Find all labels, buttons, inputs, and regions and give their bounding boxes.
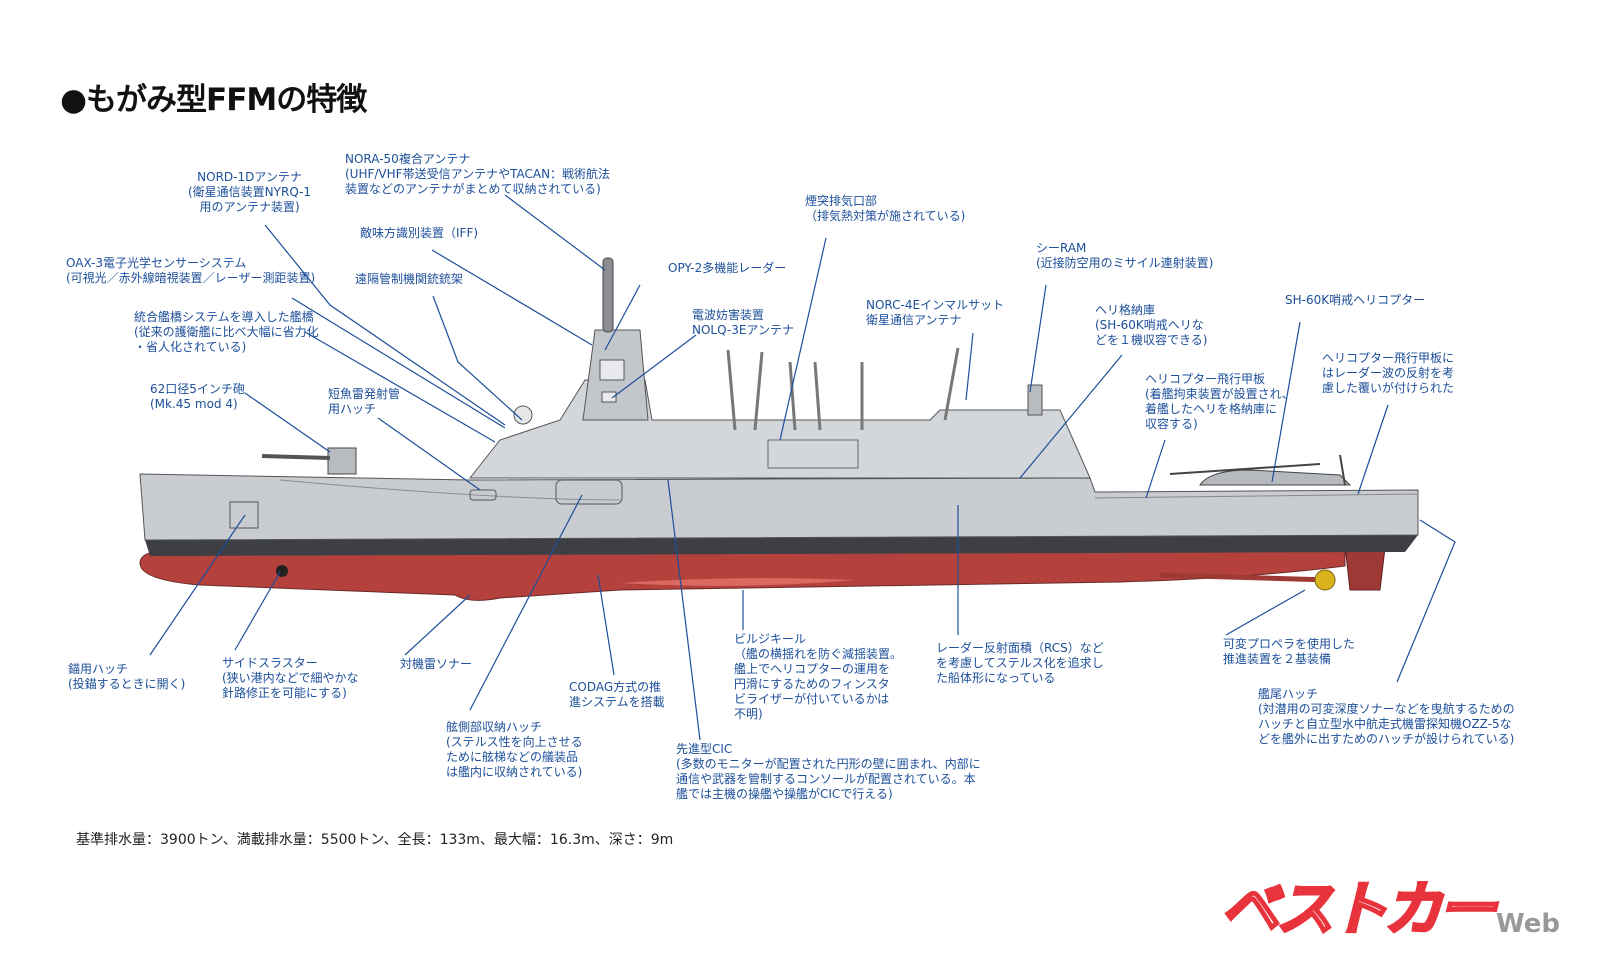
label-hangar: ヘリ格納庫 (SH-60K哨戒ヘリな どを１機収容できる) <box>1095 303 1208 347</box>
label-codag: CODAG方式の推 進システムを搭載 <box>569 680 665 709</box>
label-sh60k: SH-60K哨戒ヘリコプター <box>1285 293 1426 307</box>
sh60k-helicopter <box>1169 454 1352 486</box>
label-minesonar: 対機雷ソナー <box>400 657 473 671</box>
nora50-mast <box>602 257 614 333</box>
label-sidehatch: 舷側部収納ハッチ (ステルス性を向上させる ために舷梯などの艤装品 は艦内に収納… <box>446 720 583 779</box>
label-torpedo: 短魚雷発射管 用ハッチ <box>328 387 401 416</box>
label-oax3: OAX-3電子光学センサーシステム (可視光／赤外線暗視装置／レーザー測距装置) <box>66 256 316 285</box>
label-nora50: NORA-50複合アンテナ (UHF/VHF帯送受信アンテナやTACAN：戦術航… <box>345 152 611 196</box>
label-rcs: レーダー反射面積（RCS）など を考慮してステルス化を追求し た船体形になってい… <box>936 641 1104 685</box>
label-deckcover: ヘリコプター飛行甲板に はレーダー波の反射を考 慮した覆いが付けられた <box>1322 351 1455 395</box>
label-anchor: 錨用ハッチ (投錨するときに開く) <box>68 662 186 691</box>
leader-lines <box>149 194 1456 741</box>
label-sternhatch: 艦尾ハッチ (対潜用の可変深度ソナーなどを曳航するための ハッチと自立型水中航走… <box>1258 687 1515 746</box>
propeller <box>1314 569 1336 591</box>
label-norc: NORC-4Eインマルサット 衛星通信アンテナ <box>866 298 1005 327</box>
label-bridge: 統合艦橋システムを導入した艦橋 (従来の護衛艦に比べ大幅に省力化 ・省人化されて… <box>134 310 319 354</box>
label-rws: 遠隔管制機関銃銃架 <box>355 272 464 286</box>
label-cic: 先進型CIC (多数のモニターが配置された円形の壁に囲まれ、内部に 通信や武器を… <box>676 742 981 801</box>
page-title: ●もがみ型FFMの特徴 <box>60 82 367 118</box>
label-iff: 敵味方識別装置（IFF) <box>360 226 479 240</box>
label-nolq: 電波妨害装置 NOLQ-3Eアンテナ <box>692 308 794 337</box>
label-gun: 62口径5インチ砲 (Mk.45 mod 4) <box>150 382 245 411</box>
label-thruster: サイドスラスター (狭い港内などで細やかな 針路修正を可能にする) <box>222 656 359 700</box>
label-nord1d: NORD-1Dアンテナ (衛星通信装置NYRQ-1 用のアンテナ装置) <box>188 170 312 214</box>
label-bilge: ビルジキール （艦の横揺れを防ぐ減揺装置。 艦上でヘリコプターの運用を 円滑にす… <box>734 632 903 721</box>
label-searam: シーRAM (近接防空用のミサイル連射装置) <box>1036 241 1214 270</box>
label-opy2: OPY-2多機能レーダー <box>668 261 787 275</box>
bestcar-web-logo: ベストカー Web <box>1219 875 1560 943</box>
specifications: 基準排水量：3900トン、満載排水量：5500トン、全長：133m、最大幅：16… <box>76 832 674 848</box>
logo-main: ベストカー <box>1219 875 1497 943</box>
label-flightdeck: ヘリコプター飛行甲板 (着艦拘束装置が設置され、 着艦したヘリを格納庫に 収容す… <box>1145 372 1294 431</box>
logo-sub: Web <box>1496 909 1560 939</box>
gun-turret <box>327 447 357 475</box>
bridge-superstructure <box>468 379 1091 479</box>
label-funnel: 煙突排気口部 （排気熱対策が施されている) <box>805 194 966 223</box>
label-propeller: 可変プロペラを使用した 推進装置を２基装備 <box>1223 637 1356 666</box>
